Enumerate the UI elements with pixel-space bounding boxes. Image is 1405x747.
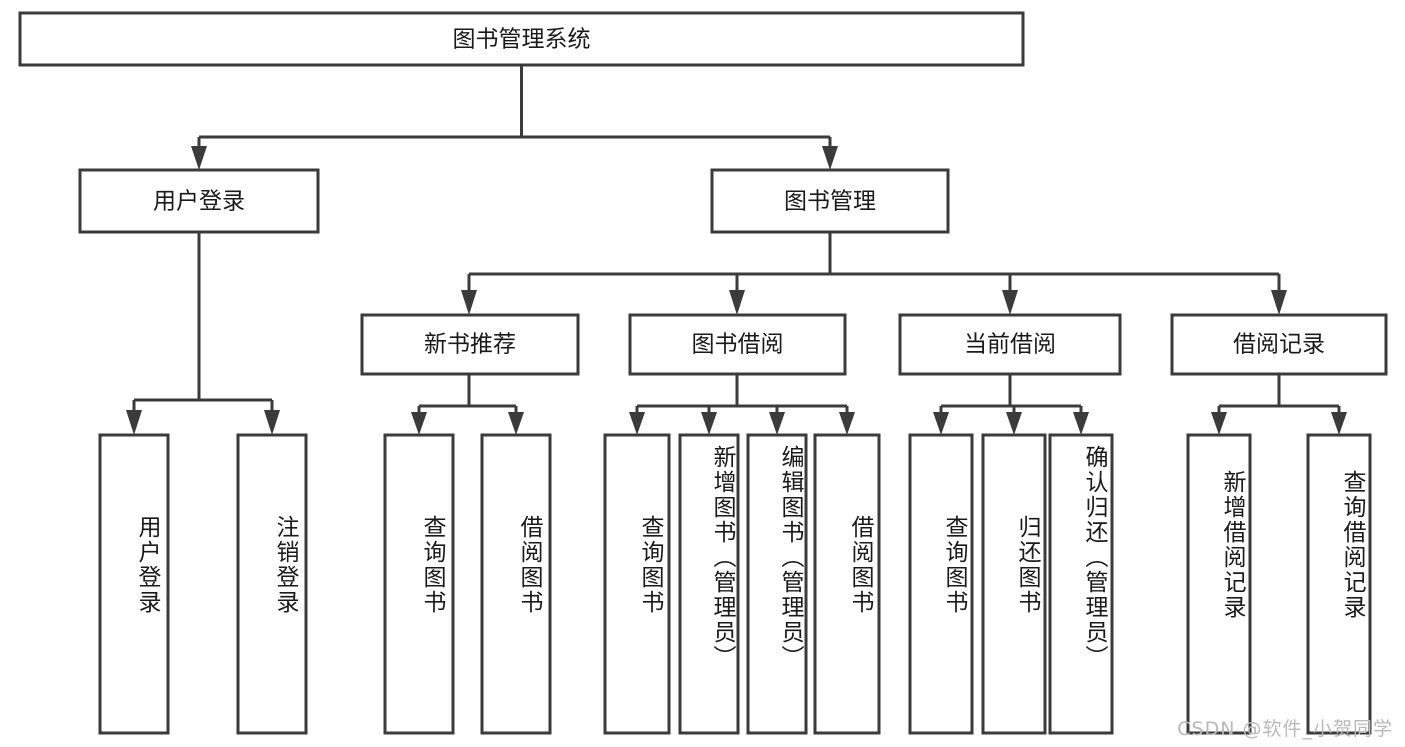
leaf-box-return-book[interactable] <box>981 433 1047 735</box>
leaf-box-borrow-book-borrow[interactable] <box>813 433 881 735</box>
connectors-borrow-record-to-leaves <box>1211 374 1347 435</box>
arrow-head-leaf-user-login <box>126 410 142 435</box>
arrow-head-leaf-query-book-borrow <box>629 412 645 435</box>
arrow-head-leaf-add-borrow-record <box>1211 412 1227 435</box>
leaf-boxes <box>98 433 1372 735</box>
node-user-login-box[interactable] <box>78 168 320 234</box>
arrow-head-leaf-borrow-book-borrow <box>839 412 855 435</box>
node-book-borrow-box[interactable] <box>628 313 847 376</box>
arrow-head-leaf-confirm-return-admin <box>1073 412 1089 435</box>
leaf-box-confirm-return-admin[interactable] <box>1048 433 1114 735</box>
node-borrow-record-label: 借阅记录 <box>1233 332 1325 358</box>
leaf-box-edit-book-admin[interactable] <box>746 433 808 735</box>
arrow-head-new-book-rec <box>461 290 477 315</box>
node-current-borrow-label: 当前借阅 <box>964 332 1056 358</box>
leaf-box-query-book-rec[interactable] <box>383 433 455 735</box>
leaf-box-borrow-book-rec[interactable] <box>480 433 552 735</box>
node-new-book-rec-label: 新书推荐 <box>424 332 516 358</box>
arrow-head-leaf-query-borrow-record <box>1331 412 1347 435</box>
arrow-head-leaf-add-book-admin <box>701 412 717 435</box>
watermark-text: CSDN @软件_小贺同学 <box>1177 718 1393 740</box>
connectors-root-to-level2 <box>191 65 838 170</box>
connectors-user-login-to-leaves <box>126 232 280 435</box>
arrow-head-leaf-return-book <box>1006 412 1022 435</box>
node-new-book-rec-box[interactable] <box>360 313 580 376</box>
node-borrow-record[interactable]: 借阅记录 <box>1170 313 1388 376</box>
arrow-head-leaf-borrow-book-rec <box>508 412 524 435</box>
node-borrow-record-box[interactable] <box>1170 313 1388 376</box>
node-new-book-rec[interactable]: 新书推荐 <box>360 313 580 376</box>
leaf-box-query-borrow-record[interactable] <box>1306 433 1372 735</box>
node-root[interactable]: 图书管理系统 <box>18 11 1025 67</box>
arrow-head-user-login <box>191 146 207 170</box>
arrow-head-leaf-query-book-current <box>933 412 949 435</box>
arrow-head-book-borrow <box>729 290 745 315</box>
leaf-box-query-book-current[interactable] <box>908 433 974 735</box>
leaf-box-query-book-borrow[interactable] <box>603 433 671 735</box>
node-book-borrow-label: 图书借阅 <box>692 332 784 358</box>
node-user-login[interactable]: 用户登录 <box>78 168 320 234</box>
connectors-book-borrow-to-leaves <box>629 374 855 435</box>
arrow-head-leaf-query-book-rec <box>411 412 427 435</box>
arrow-head-book-manage <box>822 146 838 170</box>
leaf-box-add-borrow-record[interactable] <box>1186 433 1252 735</box>
node-current-borrow-box[interactable] <box>898 313 1122 376</box>
node-book-manage[interactable]: 图书管理 <box>710 168 950 234</box>
node-root-box[interactable] <box>18 11 1025 67</box>
node-book-manage-box[interactable] <box>710 168 950 234</box>
leaf-box-user-login[interactable] <box>98 433 170 735</box>
node-root-label: 图书管理系统 <box>453 27 591 53</box>
arrow-head-borrow-record <box>1271 290 1287 315</box>
leaf-box-user-logout[interactable] <box>236 433 308 735</box>
connectors-current-borrow-to-leaves <box>933 374 1089 435</box>
arrow-head-leaf-edit-book-admin <box>769 412 785 435</box>
leaf-box-add-book-admin[interactable] <box>678 433 740 735</box>
node-current-borrow[interactable]: 当前借阅 <box>898 313 1122 376</box>
arrow-head-current-borrow <box>1002 290 1018 315</box>
connectors-new-book-rec-to-leaves <box>411 374 524 435</box>
node-book-manage-label: 图书管理 <box>784 189 876 215</box>
connectors-book-manage-to-level3 <box>461 232 1287 315</box>
node-user-login-label: 用户登录 <box>153 189 245 215</box>
arrow-head-leaf-user-logout <box>264 410 280 435</box>
node-book-borrow[interactable]: 图书借阅 <box>628 313 847 376</box>
